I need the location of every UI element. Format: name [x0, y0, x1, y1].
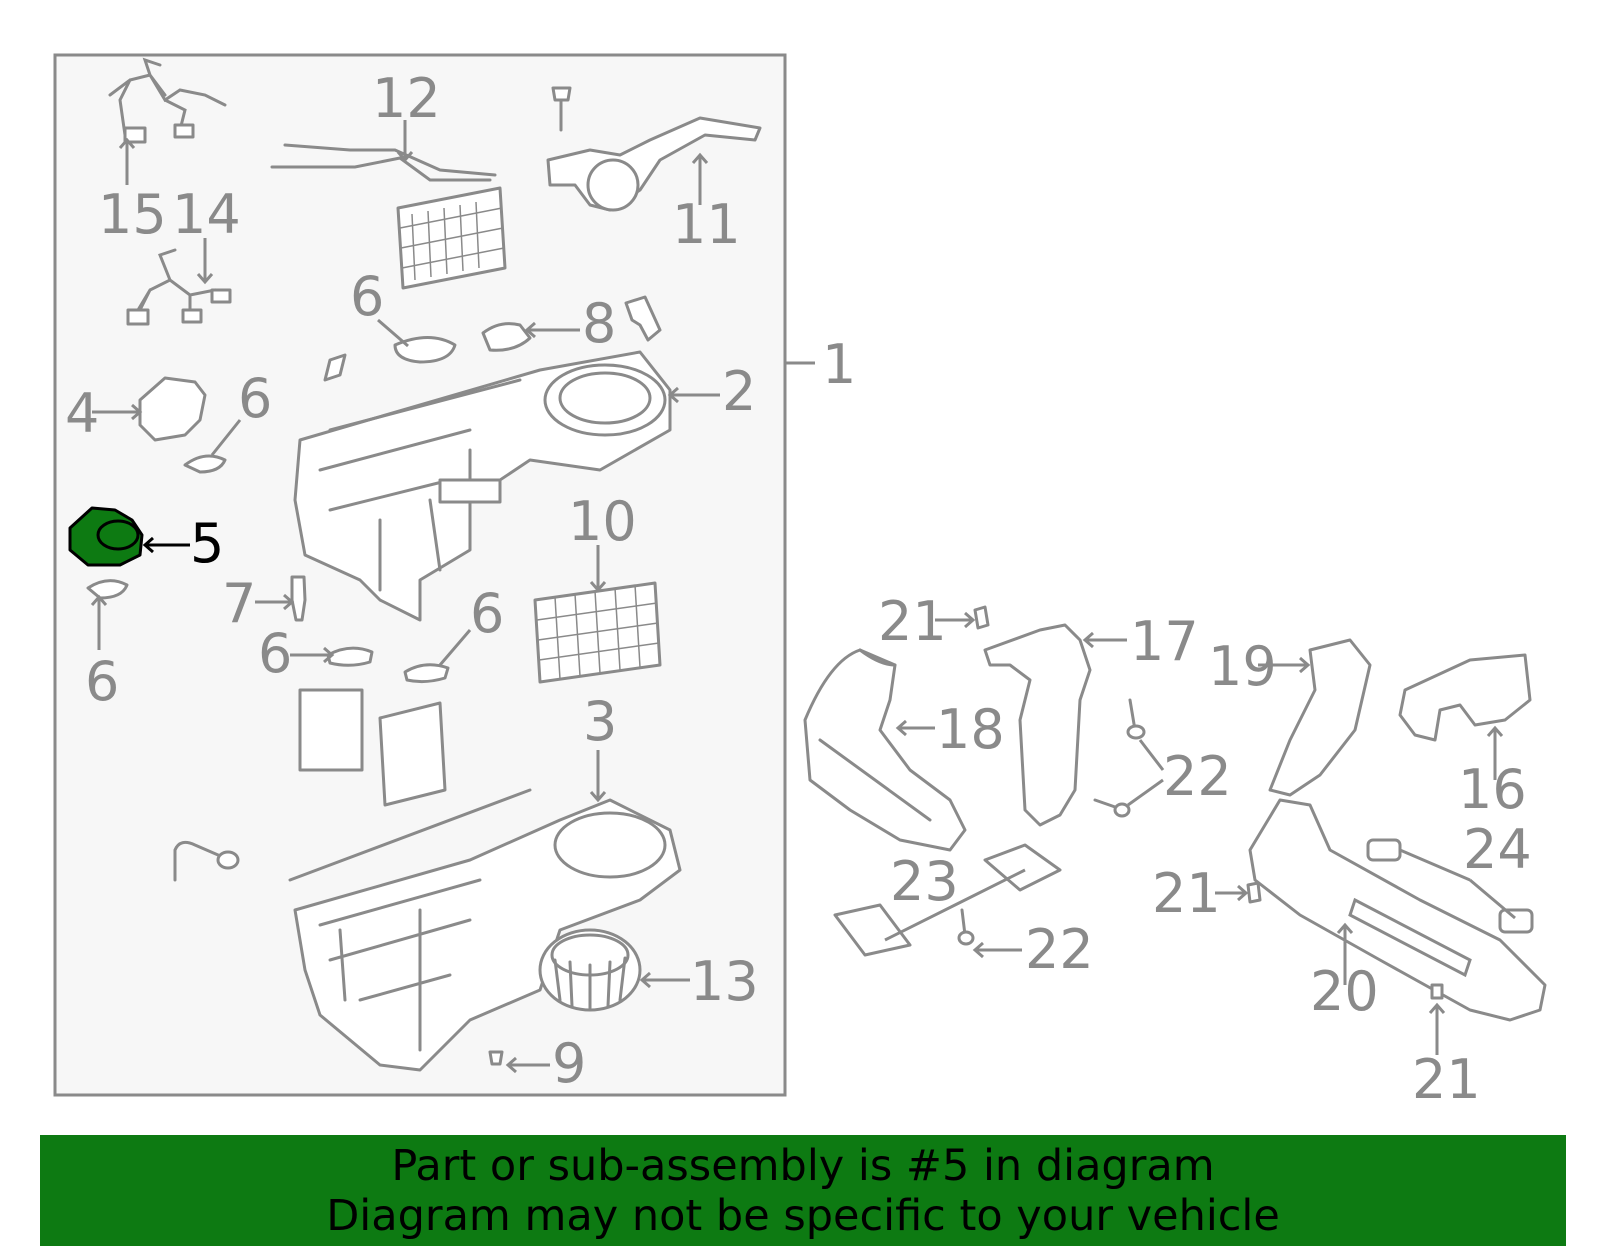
- part-21-clip-bottom: [1430, 983, 1444, 1000]
- callout-6-mid: 6: [258, 622, 292, 685]
- callout-24: 24: [1463, 818, 1532, 881]
- leader-lines: [90, 120, 1516, 1074]
- part-6-gasket-mid-right: [403, 663, 450, 684]
- clip-upper: [323, 353, 347, 382]
- callout-17: 17: [1130, 610, 1199, 673]
- part-20-duct-slot: [1348, 897, 1472, 978]
- part-8-sensor: [481, 322, 532, 352]
- callout-2: 2: [722, 360, 756, 423]
- callout-16: 16: [1458, 758, 1527, 821]
- callout-19: 19: [1208, 635, 1277, 698]
- part-6-gasket-lower-left: [86, 579, 129, 600]
- part-16-duct: [1398, 653, 1532, 742]
- callout-3: 3: [583, 690, 617, 753]
- part-13-blower-motor: [538, 928, 642, 1012]
- part-11-actuator: [546, 86, 762, 212]
- part-18-duct-detail: [818, 648, 932, 822]
- callout-10: 10: [568, 490, 637, 553]
- callout-8: 8: [582, 292, 616, 355]
- part-24-vent-a: [1366, 838, 1402, 862]
- part-22-screw-lower: [1093, 798, 1120, 810]
- part-4-actuator: [138, 376, 207, 442]
- part-12-heater-core: [270, 143, 507, 290]
- part-20-duct: [1248, 798, 1547, 1022]
- info-banner: Part or sub-assembly is #5 in diagram Di…: [40, 1135, 1566, 1246]
- callout-labels: 1 2 3 4 5 6 6 6 6 6 7 8 9 10 11 12 13 14…: [65, 67, 1532, 1111]
- callout-6-lower-left: 6: [85, 650, 119, 713]
- callout-22-upper: 22: [1163, 745, 1232, 808]
- callout-4: 4: [65, 382, 99, 445]
- part-6-gasket-left: [183, 454, 227, 474]
- callout-22-lower: 22: [1025, 918, 1094, 981]
- part-3-lower-case: [288, 788, 682, 1072]
- evaporator-plate-a: [298, 688, 364, 772]
- part-2-upper-case: [293, 350, 672, 622]
- callout-18: 18: [936, 698, 1005, 761]
- callout-15: 15: [98, 183, 167, 246]
- part-21-clip-mid: [1246, 881, 1262, 904]
- callout-5: 5: [190, 512, 224, 575]
- part-7-sensor: [290, 575, 307, 622]
- part-23-vent-a: [833, 903, 912, 957]
- part-6-gasket-upper: [393, 336, 457, 364]
- callout-6-mid-right: 6: [470, 582, 504, 645]
- callout-21-mid: 21: [1152, 862, 1221, 925]
- callout-12: 12: [372, 67, 441, 130]
- callout-23: 23: [890, 850, 959, 913]
- part-22-screw-lower-head: [1113, 802, 1131, 818]
- bracket-upper-right: [624, 295, 662, 342]
- part-5-highlighted: [68, 506, 144, 567]
- callout-21-bottom: 21: [1412, 1048, 1481, 1111]
- part-22-screw-bottom-head: [957, 930, 975, 946]
- callout-1: 1: [822, 333, 856, 396]
- callout-14: 14: [172, 183, 241, 246]
- part-24-vent-b: [1498, 908, 1534, 934]
- part-21-clip-upper: [973, 605, 990, 630]
- part-17-duct: [983, 623, 1092, 827]
- callout-6-left: 6: [238, 367, 272, 430]
- callout-6-upper: 6: [350, 265, 384, 328]
- drain-hose-end: [216, 850, 240, 870]
- drain-hose: [173, 840, 227, 882]
- banner-line-disclaimer: Diagram may not be specific to your vehi…: [326, 1190, 1280, 1241]
- banner-line-part: Part or sub-assembly is #5 in diagram: [391, 1140, 1215, 1191]
- callout-21-upper: 21: [878, 590, 947, 653]
- callout-7: 7: [222, 572, 256, 635]
- part-10-filter: [533, 581, 662, 684]
- callout-9: 9: [552, 1032, 586, 1095]
- part-22-screw-upper-head: [1126, 724, 1146, 740]
- part-19-duct: [1268, 638, 1372, 797]
- evaporator-plate-b: [378, 701, 447, 807]
- part-14-wire-harness: [126, 248, 232, 326]
- part-15-wire-harness: [108, 57, 227, 144]
- callout-20: 20: [1310, 960, 1379, 1023]
- callout-11: 11: [672, 193, 741, 256]
- part-6-gasket-mid: [326, 646, 374, 667]
- part-9-screw: [488, 1050, 504, 1066]
- callout-13: 13: [690, 950, 759, 1013]
